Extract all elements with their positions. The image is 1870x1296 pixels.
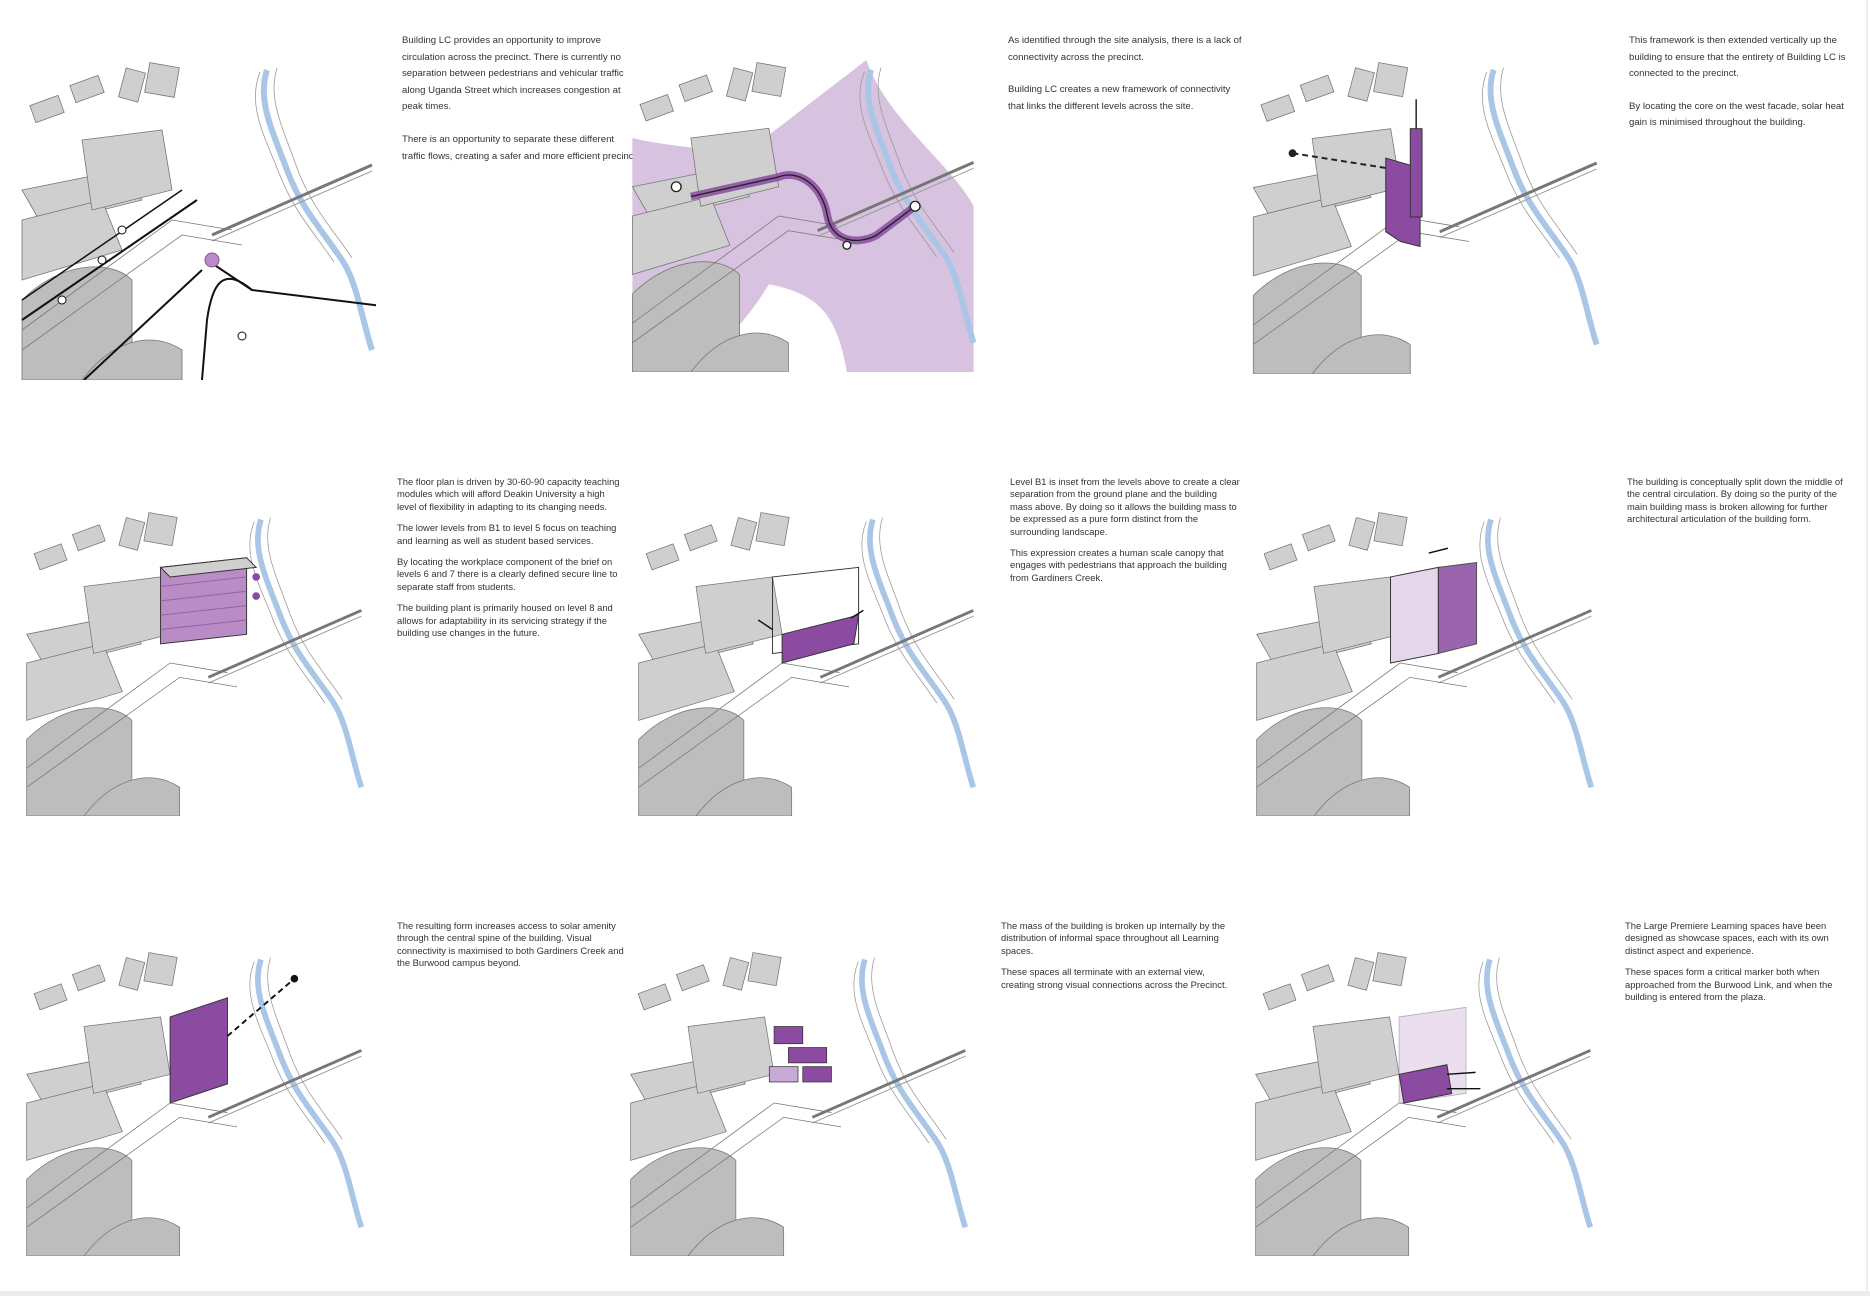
caption-panel-7: The resulting form increases access to s… (397, 920, 627, 979)
overlay-informal-space (769, 1027, 831, 1082)
caption-panel-5: Level B1 is inset from the levels above … (1010, 476, 1240, 593)
site-diagram-5 (630, 510, 982, 816)
caption-panel-3: This framework is then extended vertical… (1629, 33, 1855, 148)
caption-3-paragraph-2: By locating the core on the west facade,… (1629, 99, 1855, 132)
site-diagram-9 (1246, 950, 1600, 1256)
overlay-premiere-learning (1399, 1007, 1480, 1103)
caption-4-paragraph-1: The floor plan is driven by 30-60-90 cap… (397, 476, 625, 513)
caption-4-paragraph-4: The building plant is primarily housed o… (397, 602, 625, 639)
caption-6-paragraph-1: The building is conceptually split down … (1627, 476, 1857, 526)
caption-9-paragraph-2: These spaces form a critical marker both… (1625, 966, 1857, 1003)
caption-panel-1: Building LC provides an opportunity to i… (402, 33, 640, 181)
caption-1-paragraph-2: There is an opportunity to separate thes… (402, 132, 640, 165)
page-bottom-rule (0, 1291, 1870, 1296)
caption-panel-6: The building is conceptually split down … (1627, 476, 1857, 535)
site-plan-premiere-learning (1246, 950, 1600, 1256)
overlay-visual-connectivity (170, 975, 298, 1103)
caption-panel-4: The floor plan is driven by 30-60-90 cap… (397, 476, 625, 648)
site-diagram-3 (1250, 60, 1600, 374)
caption-8-paragraph-1: The mass of the building is broken up in… (1001, 920, 1233, 957)
overlay-split-massing (1391, 548, 1477, 663)
site-diagram-6 (1248, 510, 1600, 816)
caption-panel-9: The Large Premiere Learning spaces have … (1625, 920, 1857, 1012)
caption-4-paragraph-2: The lower levels from B1 to level 5 focu… (397, 522, 625, 547)
page-right-rule (1866, 0, 1868, 1291)
site-plan-connectivity (628, 60, 978, 372)
site-plan-visual-connectivity (18, 950, 370, 1256)
site-diagram-2 (628, 60, 978, 372)
site-diagram-8 (622, 950, 974, 1256)
site-plan-floor-levels (18, 510, 370, 816)
site-diagram-1 (18, 60, 376, 380)
site-plan-informal-space (622, 950, 974, 1256)
site-plan-circulation (18, 60, 376, 380)
site-diagram-4 (18, 510, 370, 816)
caption-7-paragraph-1: The resulting form increases access to s… (397, 920, 627, 970)
caption-2-paragraph-1: As identified through the site analysis,… (1008, 33, 1246, 66)
caption-panel-8: The mass of the building is broken up in… (1001, 920, 1233, 1000)
caption-9-paragraph-1: The Large Premiere Learning spaces have … (1625, 920, 1857, 957)
site-plan-split-massing (1248, 510, 1600, 816)
site-plan-inset-level (630, 510, 982, 816)
site-plan-vertical-core (1250, 60, 1600, 374)
caption-5-paragraph-2: This expression creates a human scale ca… (1010, 547, 1240, 584)
caption-panel-2: As identified through the site analysis,… (1008, 33, 1246, 131)
caption-1-paragraph-1: Building LC provides an opportunity to i… (402, 33, 640, 116)
overlay-floor-levels (161, 558, 260, 644)
caption-8-paragraph-2: These spaces all terminate with an exter… (1001, 966, 1233, 991)
caption-2-paragraph-2: Building LC creates a new framework of c… (1008, 82, 1246, 115)
site-diagram-7 (18, 950, 370, 1256)
caption-4-paragraph-3: By locating the workplace component of t… (397, 556, 625, 593)
caption-3-paragraph-1: This framework is then extended vertical… (1629, 33, 1855, 83)
caption-5-paragraph-1: Level B1 is inset from the levels above … (1010, 476, 1240, 538)
